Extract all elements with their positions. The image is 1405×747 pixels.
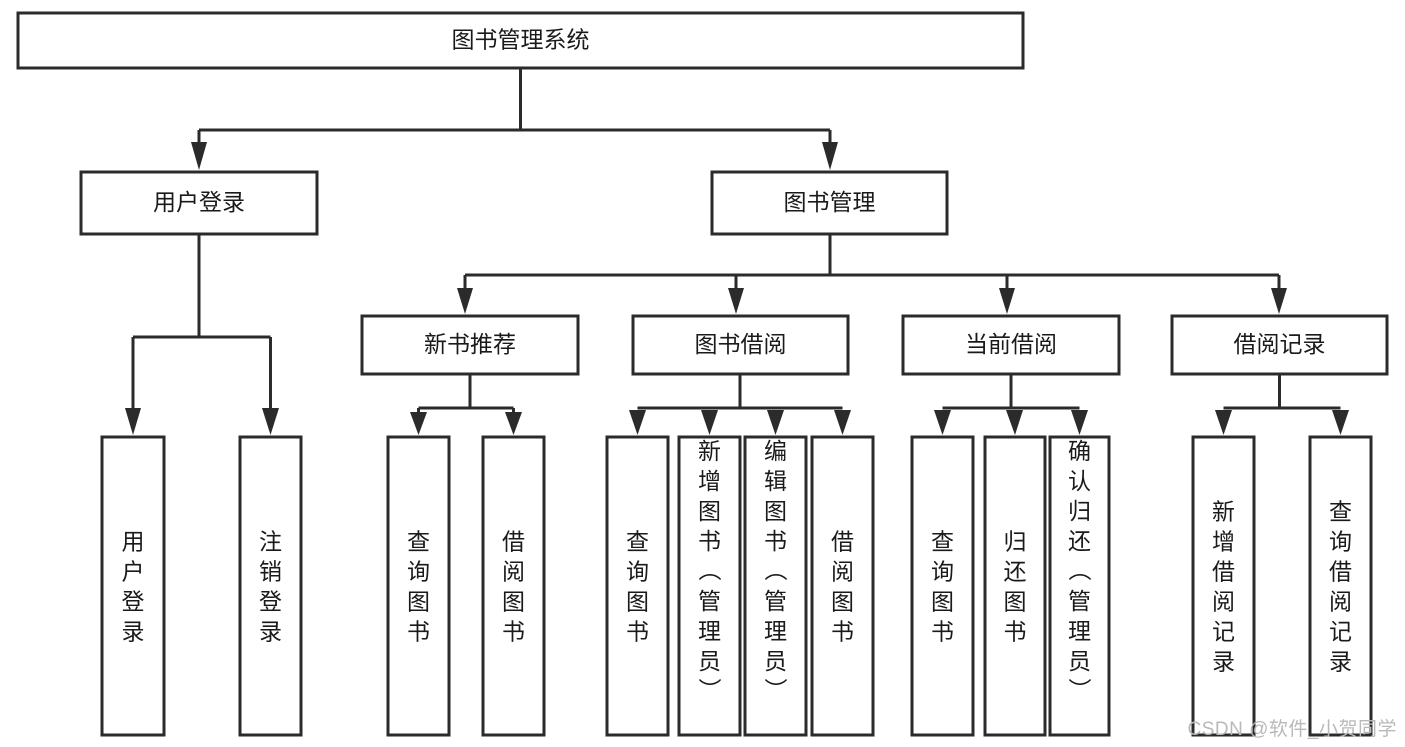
node-label: 归还图书 xyxy=(1004,528,1027,644)
node-label: 新书推荐 xyxy=(424,331,516,357)
node-label: 查询图书 xyxy=(931,528,954,644)
node-leaf-query-book-3[interactable]: 查询图书 xyxy=(910,435,975,737)
node-label: 图书借阅 xyxy=(695,331,787,357)
node-leaf-borrow-book-2[interactable]: 借阅图书 xyxy=(810,435,875,737)
arrowhead-borrow-record xyxy=(1271,288,1287,314)
node-leaf-user-logout[interactable]: 注销登录 xyxy=(238,435,303,737)
node-label: 借阅图书 xyxy=(831,528,854,644)
arrowhead-leaf-add-record xyxy=(1215,410,1232,435)
node-box[interactable] xyxy=(910,435,975,737)
node-label: 借阅图书 xyxy=(502,528,525,644)
node-leaf-query-book-2[interactable]: 查询图书 xyxy=(605,435,670,737)
node-box[interactable] xyxy=(1170,314,1389,376)
node-leaf-return-book[interactable]: 归还图书 xyxy=(983,435,1047,737)
node-box[interactable] xyxy=(710,170,949,236)
node-leaf-query-book-1[interactable]: 查询图书 xyxy=(386,435,451,737)
node-label: 用户登录 xyxy=(122,528,145,644)
node-box[interactable] xyxy=(16,11,1025,70)
node-borrow-record[interactable]: 借阅记录 xyxy=(1170,314,1389,376)
node-box[interactable] xyxy=(983,435,1047,737)
node-label: 编辑图书（管理员） xyxy=(764,438,788,704)
node-label: 确认归还（管理员） xyxy=(1068,438,1092,704)
node-leaf-borrow-book-1[interactable]: 借阅图书 xyxy=(481,435,546,737)
node-leaf-add-book[interactable]: 新增图书（管理员） xyxy=(677,435,742,737)
node-box[interactable] xyxy=(79,170,319,236)
node-leaf-user-login[interactable]: 用户登录 xyxy=(100,435,166,737)
node-leaf-add-record[interactable]: 新增借阅记录 xyxy=(1191,435,1256,737)
node-box[interactable] xyxy=(386,435,451,737)
arrowhead-leaf-query-book-1 xyxy=(410,412,427,435)
arrowhead-leaf-user-logout xyxy=(262,408,279,435)
node-box[interactable] xyxy=(360,314,580,376)
node-box[interactable] xyxy=(605,435,670,737)
node-label: 当前借阅 xyxy=(965,331,1057,357)
node-box[interactable] xyxy=(743,435,808,737)
node-box[interactable] xyxy=(481,435,546,737)
node-box[interactable] xyxy=(901,314,1121,376)
node-label: 查询图书 xyxy=(626,528,649,644)
arrowhead-new-book-rec xyxy=(457,288,473,314)
arrowhead-leaf-user-login xyxy=(125,408,141,435)
arrowhead-current-borrow xyxy=(999,288,1015,314)
node-new-book-rec[interactable]: 新书推荐 xyxy=(360,314,580,376)
node-user-login[interactable]: 用户登录 xyxy=(79,170,319,236)
arrowhead-leaf-borrow-book-2 xyxy=(834,410,851,435)
arrowhead-leaf-edit-book xyxy=(767,410,784,435)
arrowhead-leaf-confirm-return xyxy=(1071,410,1088,435)
node-box[interactable] xyxy=(677,435,742,737)
node-leaf-query-record[interactable]: 查询借阅记录 xyxy=(1308,435,1373,737)
arrowhead-leaf-query-record xyxy=(1332,410,1349,435)
node-book-borrow[interactable]: 图书借阅 xyxy=(631,314,850,376)
arrowhead-leaf-query-book-2 xyxy=(629,410,646,435)
arrowhead-leaf-add-book xyxy=(701,410,718,435)
node-label: 查询图书 xyxy=(407,528,430,644)
node-root[interactable]: 图书管理系统 xyxy=(16,11,1025,70)
arrowhead-leaf-borrow-book-1 xyxy=(505,412,522,435)
node-box[interactable] xyxy=(100,435,166,737)
arrowhead-book-manage xyxy=(822,142,838,170)
node-label: 查询借阅记录 xyxy=(1329,498,1352,674)
node-label: 注销登录 xyxy=(259,528,282,644)
node-leaf-confirm-return[interactable]: 确认归还（管理员） xyxy=(1048,435,1111,737)
node-label: 用户登录 xyxy=(153,189,245,215)
connector-layer xyxy=(125,68,1349,435)
node-label: 新增借阅记录 xyxy=(1212,498,1235,674)
arrowhead-leaf-return-book xyxy=(1006,410,1023,435)
node-label: 借阅记录 xyxy=(1234,331,1326,357)
node-box[interactable] xyxy=(631,314,850,376)
node-layer: 图书管理系统用户登录图书管理新书推荐图书借阅当前借阅借阅记录用户登录注销登录查询… xyxy=(16,11,1389,737)
node-label: 新增图书（管理员） xyxy=(698,438,722,704)
node-box[interactable] xyxy=(1191,435,1256,737)
node-leaf-edit-book[interactable]: 编辑图书（管理员） xyxy=(743,435,808,737)
node-box[interactable] xyxy=(1308,435,1373,737)
arrowhead-user-login xyxy=(191,142,207,170)
arrowhead-leaf-query-book-3 xyxy=(934,410,951,435)
arrowhead-book-borrow xyxy=(728,288,744,314)
node-label: 图书管理系统 xyxy=(452,27,590,53)
node-book-manage[interactable]: 图书管理 xyxy=(710,170,949,236)
node-label: 图书管理 xyxy=(784,189,876,215)
node-current-borrow[interactable]: 当前借阅 xyxy=(901,314,1121,376)
node-box[interactable] xyxy=(1048,435,1111,737)
node-box[interactable] xyxy=(238,435,303,737)
node-box[interactable] xyxy=(810,435,875,737)
